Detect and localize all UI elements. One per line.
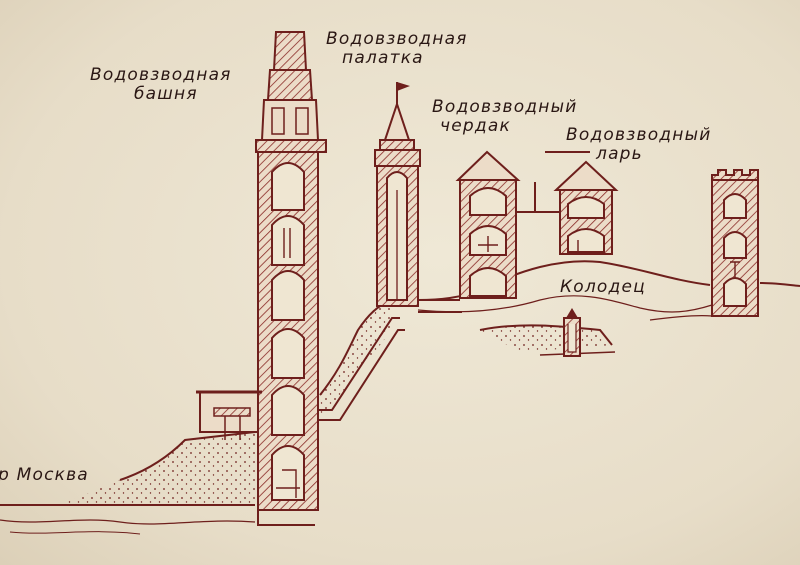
tent-label-line2: палатка bbox=[342, 48, 424, 68]
well-label: Колодец bbox=[560, 277, 646, 297]
water-tent bbox=[374, 82, 421, 307]
tower-label: Водовзводная башня bbox=[90, 66, 232, 104]
chest-label-line2: ларь bbox=[596, 144, 643, 164]
water-attic bbox=[455, 150, 521, 299]
far-right-tower bbox=[711, 169, 759, 317]
tower-label-line2: башня bbox=[134, 84, 198, 104]
water-pipes bbox=[257, 151, 590, 526]
attic-label-line2: чердак bbox=[440, 116, 511, 136]
tower-label-line1: Водовзводная bbox=[90, 65, 232, 85]
main-tower bbox=[196, 31, 327, 511]
attic-label: Водовзводный чердак bbox=[432, 98, 577, 136]
attic-label-line1: Водовзводный bbox=[432, 97, 578, 117]
well bbox=[563, 308, 581, 357]
tent-label-line1: Водовзводная bbox=[326, 29, 468, 49]
chest-label: Водовзводный ларь bbox=[566, 126, 711, 164]
river-label: р Москва bbox=[0, 465, 89, 485]
tent-label: Водовзводная палатка bbox=[326, 30, 468, 68]
chest-label-line1: Водовзводный bbox=[566, 125, 712, 145]
water-chest bbox=[553, 160, 619, 255]
